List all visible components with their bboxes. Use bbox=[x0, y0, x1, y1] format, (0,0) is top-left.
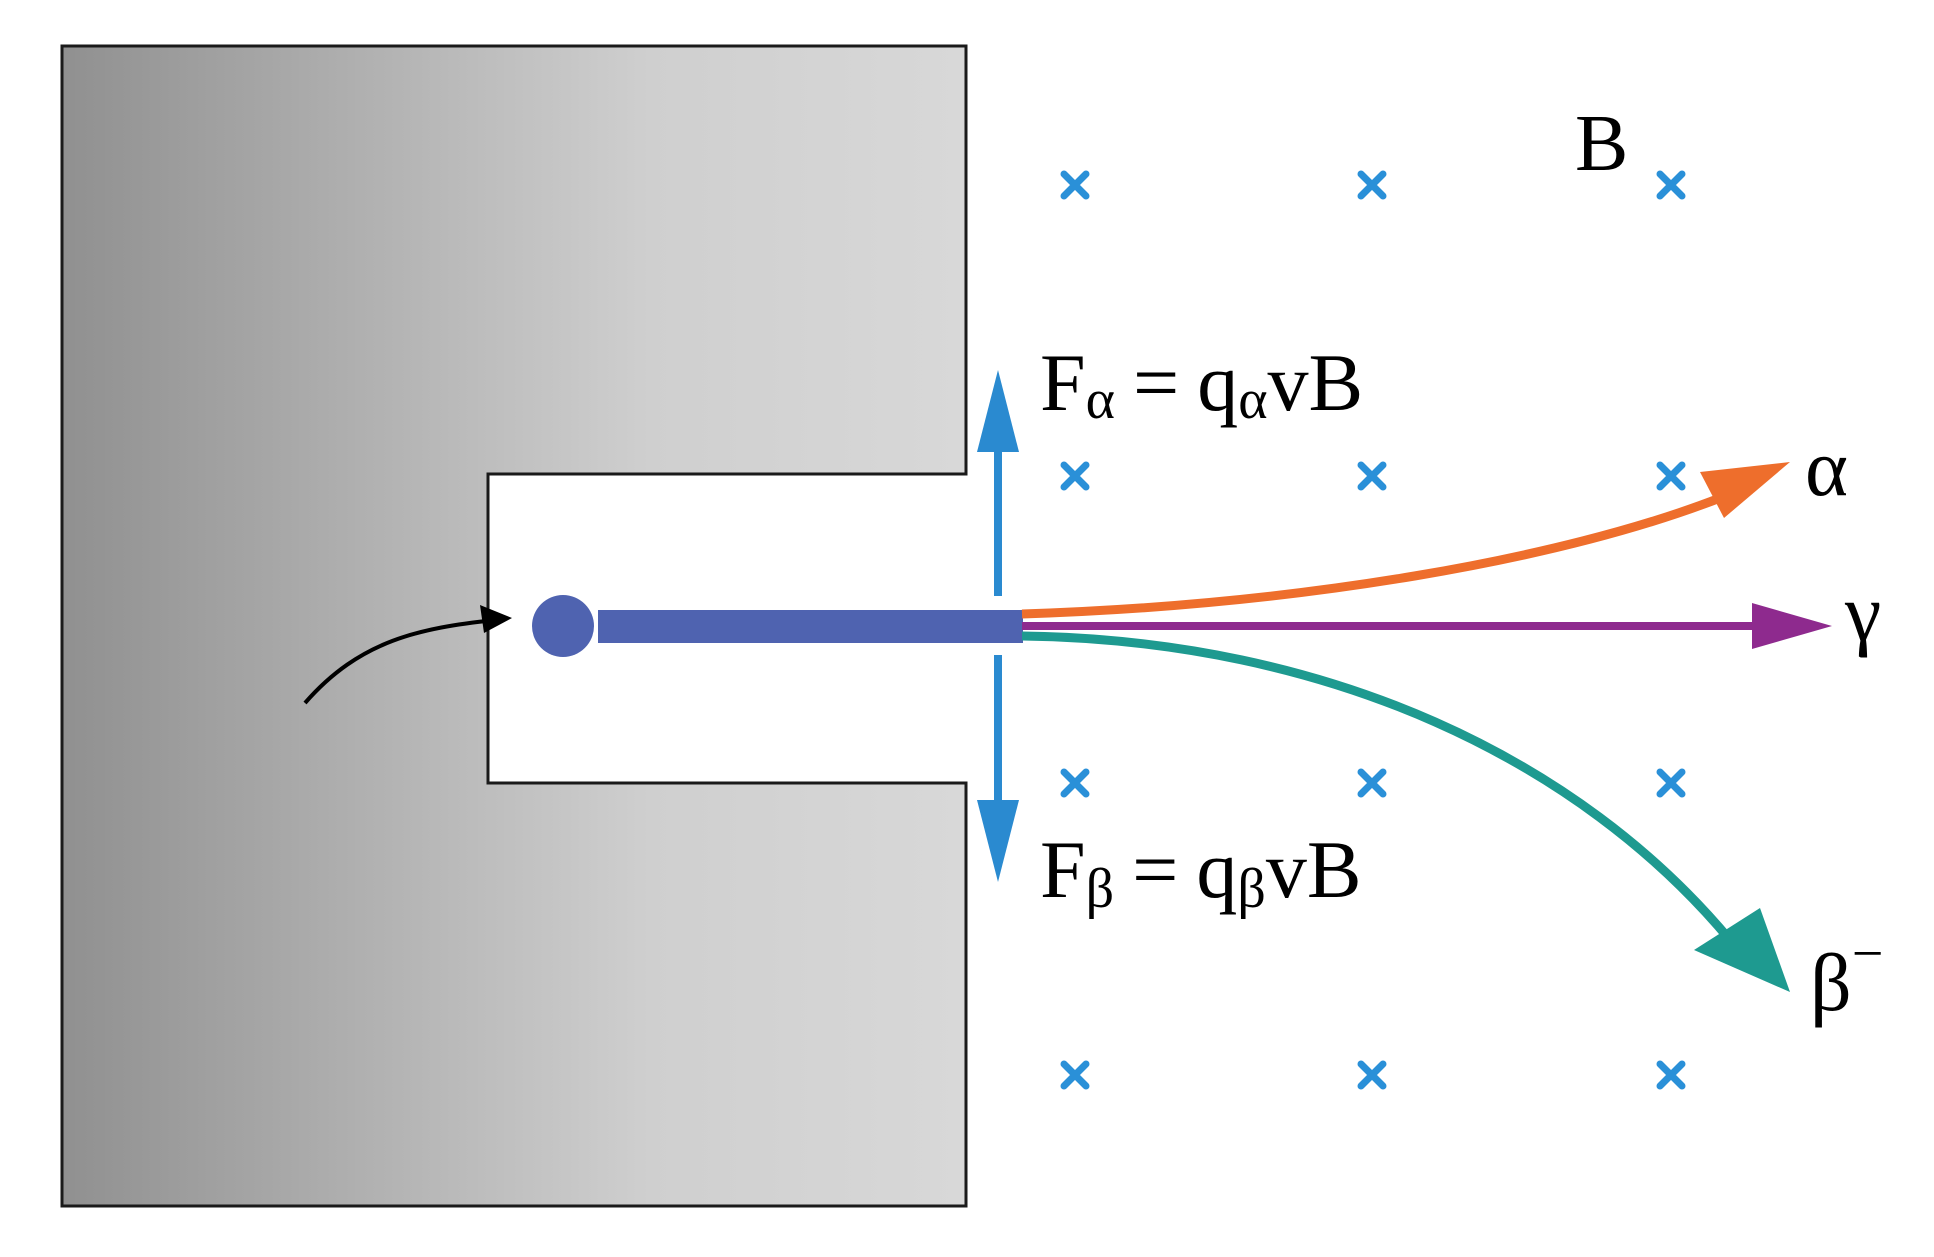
field-mark-icon bbox=[1060, 1060, 1090, 1090]
field-mark-icon bbox=[1656, 768, 1686, 798]
beta-label: β− bbox=[1810, 923, 1883, 1028]
magnetic-field-marks bbox=[1060, 170, 1686, 1090]
field-mark-icon bbox=[1656, 170, 1686, 200]
force-beta-q: q bbox=[1196, 824, 1237, 915]
alpha-label: α bbox=[1805, 422, 1848, 513]
force-alpha-F: F bbox=[1040, 337, 1086, 428]
force-alpha-eq: = bbox=[1133, 337, 1179, 428]
field-mark-icon bbox=[1656, 1060, 1686, 1090]
force-arrow-down bbox=[977, 655, 1019, 882]
alpha-ray bbox=[1021, 462, 1790, 619]
force-alpha-q: q bbox=[1197, 337, 1238, 428]
field-mark-icon bbox=[1656, 461, 1686, 491]
force-alpha-rest: vB bbox=[1268, 337, 1364, 428]
force-alpha-equation: Fα=qαvB bbox=[1040, 337, 1363, 431]
emitted-beam bbox=[598, 610, 1023, 643]
force-beta-F: F bbox=[1040, 824, 1086, 915]
force-beta-qsub: β bbox=[1237, 858, 1266, 920]
force-beta-eq: = bbox=[1132, 824, 1178, 915]
beta-ray bbox=[1021, 631, 1790, 992]
force-alpha-sub: α bbox=[1086, 369, 1115, 431]
field-mark-icon bbox=[1060, 170, 1090, 200]
field-label: B bbox=[1575, 100, 1628, 188]
force-beta-sub: β bbox=[1086, 858, 1115, 920]
force-arrow-up bbox=[977, 370, 1019, 596]
field-mark-icon bbox=[1060, 461, 1090, 491]
gamma-label: γ bbox=[1844, 567, 1881, 658]
force-alpha-qsub: α bbox=[1238, 369, 1267, 431]
force-beta-equation: Fβ=qβvB bbox=[1040, 824, 1362, 920]
field-mark-icon bbox=[1357, 170, 1387, 200]
field-mark-icon bbox=[1060, 768, 1090, 798]
source-pointer-arrow bbox=[303, 605, 512, 705]
force-beta-rest: vB bbox=[1266, 824, 1362, 915]
beta-label-symbol: β bbox=[1810, 937, 1852, 1028]
beta-label-sign: − bbox=[1852, 923, 1884, 985]
lead-block bbox=[60, 44, 968, 1208]
gamma-ray bbox=[1022, 603, 1832, 649]
radioactive-source bbox=[532, 595, 594, 657]
field-mark-icon bbox=[1357, 768, 1387, 798]
field-mark-icon bbox=[1357, 461, 1387, 491]
field-mark-icon bbox=[1357, 1060, 1387, 1090]
